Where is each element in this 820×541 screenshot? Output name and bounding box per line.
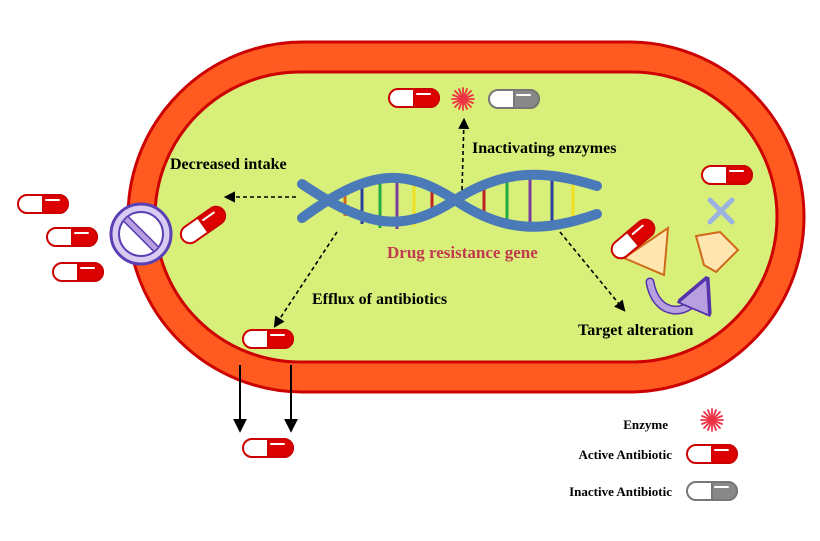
- pathway-arrows: [223, 117, 626, 328]
- cell-membrane: [126, 40, 806, 394]
- efflux-label: Efflux of antibiotics: [312, 291, 447, 308]
- x-mark-icon: [707, 197, 735, 225]
- active-capsule-icon: [17, 194, 69, 214]
- active-capsule-icon: [701, 165, 753, 185]
- active-capsule-icon: [52, 262, 104, 282]
- active-capsule-icon: [46, 227, 98, 247]
- legend-enzyme-label: Enzyme: [623, 417, 668, 432]
- legend-active-label: Active Antibiotic: [578, 447, 672, 462]
- drug-resistance-gene-label: Drug resistance gene: [387, 243, 538, 262]
- dna-helix: [297, 169, 602, 232]
- active-capsule-icon: [388, 88, 440, 108]
- target-wedge: [621, 225, 670, 277]
- curved-arrow-icon: [645, 282, 702, 310]
- inactivating-enzymes-label: Inactivating enzymes: [472, 140, 616, 157]
- legend-inactive-label: Inactive Antibiotic: [569, 484, 672, 499]
- active-capsule-icon: [686, 444, 738, 464]
- decreased-intake-label: Decreased intake: [170, 156, 287, 173]
- active-capsule-icon: [242, 329, 294, 349]
- altered-target: [694, 230, 740, 274]
- inactive-capsule-icon: [488, 89, 540, 109]
- no-entry-icon: [109, 202, 173, 266]
- enzyme-star-icon: [700, 408, 724, 432]
- efflux-arrows: [233, 365, 298, 433]
- active-capsule-icon: [242, 438, 294, 458]
- inactive-capsule-icon: [686, 481, 738, 501]
- target-alteration-label: Target alteration: [578, 322, 693, 339]
- enzyme-star-icon: [451, 87, 475, 111]
- legend: Enzyme Active Antibiotic Inactive Antibi…: [569, 408, 738, 501]
